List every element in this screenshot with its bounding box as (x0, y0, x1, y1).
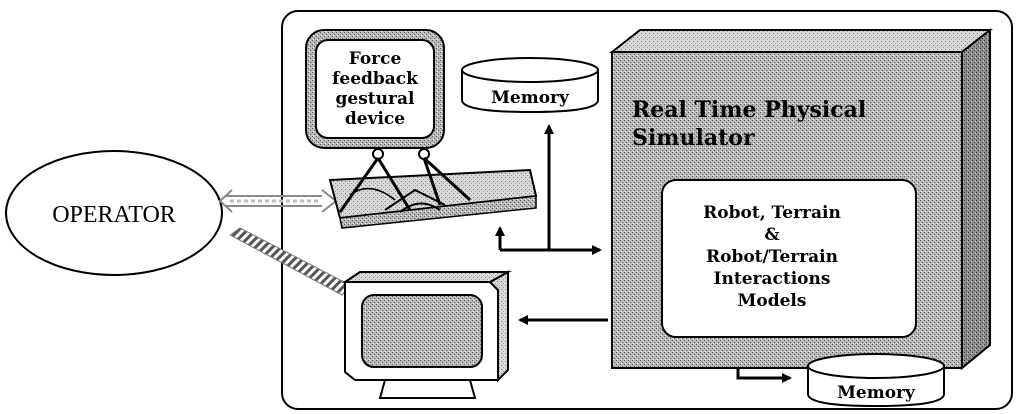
memory-bottom-label: Memory (837, 383, 916, 403)
device-mechanism (328, 156, 538, 229)
real-time-physical-simulator: Real Time Physical Simulator Robot, Terr… (609, 27, 993, 371)
models-line-2: & (764, 225, 780, 245)
models-line-5: Models (738, 291, 807, 311)
force-feedback-device: Force feedback gestural device (305, 29, 445, 160)
models-box (661, 179, 917, 338)
models-line-3: Robot/Terrain (706, 247, 838, 267)
models-line-1: Robot, Terrain (703, 203, 841, 223)
device-label-line-3: gestural (336, 89, 415, 109)
memory-bottom-store: Memory (807, 353, 945, 408)
operator-node: OPERATOR (5, 150, 223, 276)
monitor-to-operator-link (229, 227, 351, 296)
operator-to-device-arrow (218, 189, 338, 213)
system-frame (281, 10, 1013, 410)
device-label-line-1: Force (349, 49, 402, 69)
memory-top-label: Memory (491, 88, 570, 108)
memory-top-store: Memory (461, 57, 599, 114)
operator-label: OPERATOR (52, 202, 176, 228)
simulator-title-line-1: Real Time Physical (632, 97, 866, 123)
models-line-4: Interactions (714, 269, 831, 289)
monitor-display (341, 270, 512, 399)
device-label-line-4: device (345, 109, 405, 129)
simulator-title-line-2: Simulator (632, 125, 755, 151)
device-label-line-2: feedback (332, 69, 419, 89)
